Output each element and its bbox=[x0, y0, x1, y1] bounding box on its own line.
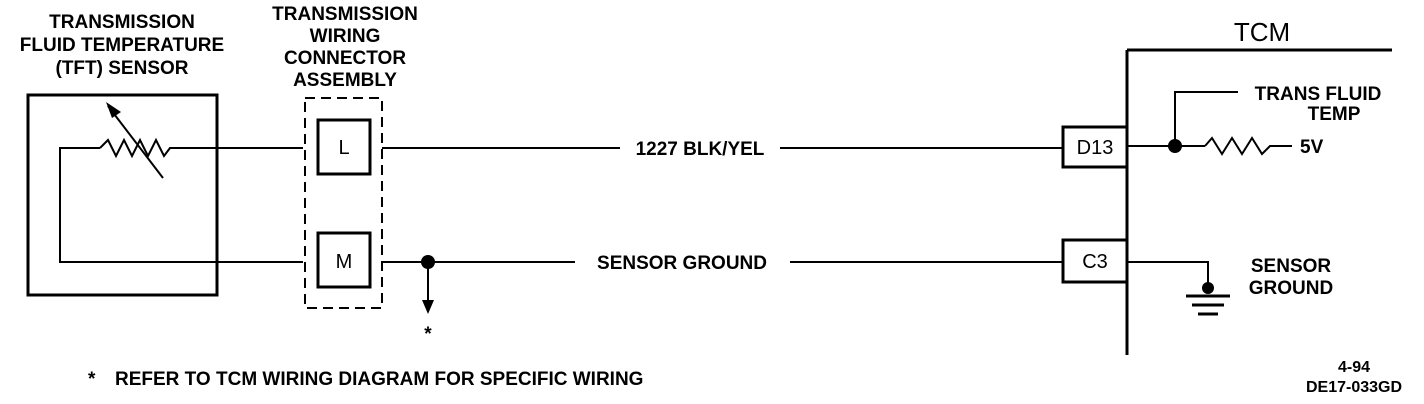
connector-label-line-3: CONNECTOR bbox=[284, 48, 406, 69]
doc-date: 4-94 bbox=[1338, 359, 1370, 376]
tcm-ground-label-line-2: GROUND bbox=[1249, 278, 1333, 299]
trans-fluid-temp-tap bbox=[1174, 91, 1238, 146]
thermistor-symbol bbox=[99, 137, 175, 159]
tcm-voltage-label: 5V bbox=[1300, 137, 1324, 158]
signal-wire-label: 1227 BLK/YEL bbox=[636, 139, 765, 160]
connector-pin-m-label: M bbox=[336, 251, 353, 273]
sensor-label-line-2: FLUID TEMPERATURE bbox=[20, 35, 224, 56]
tcm-ground-node bbox=[1202, 282, 1214, 294]
splice-asterisk: * bbox=[424, 324, 432, 345]
footnote-asterisk: * bbox=[88, 369, 96, 390]
thermistor-arrow-head bbox=[106, 102, 121, 118]
footnote-text: REFER TO TCM WIRING DIAGRAM FOR SPECIFIC… bbox=[115, 369, 643, 390]
connector-assembly-outline bbox=[304, 97, 383, 309]
trans-fluid-label-line-1: TRANS FLUID bbox=[1255, 84, 1382, 105]
sensor-internal-wire bbox=[59, 147, 303, 263]
sensor-label-line-3: (TFT) SENSOR bbox=[56, 58, 189, 79]
tcm-pin-c3-label: C3 bbox=[1082, 251, 1108, 273]
connector-label-line-2: WIRING bbox=[310, 26, 381, 47]
trans-fluid-label-line-2: TEMP bbox=[1308, 104, 1361, 125]
thermistor-arrow-line bbox=[107, 105, 164, 179]
tcm-ground-label-line-1: SENSOR bbox=[1251, 256, 1332, 277]
connector-label-line-4: ASSEMBLY bbox=[293, 70, 397, 91]
tcm-ground-line bbox=[1127, 261, 1209, 286]
sensor-label-line-1: TRANSMISSION bbox=[49, 12, 195, 33]
ground-wire-label: SENSOR GROUND bbox=[597, 253, 767, 274]
splice-drop-arrow bbox=[422, 300, 434, 314]
connector-label-line-1: TRANSMISSION bbox=[272, 4, 418, 25]
doc-code: DE17-033GD bbox=[1306, 379, 1402, 396]
connector-pin-m-box bbox=[316, 231, 372, 289]
tcm-title: TCM bbox=[1234, 17, 1290, 47]
tcm-pin-d13-box bbox=[1061, 125, 1129, 169]
connector-pin-l-box bbox=[316, 118, 372, 176]
tcm-pin-d13-label: D13 bbox=[1077, 137, 1114, 159]
connector-pin-l-label: L bbox=[338, 137, 349, 159]
pullup-resistor bbox=[1204, 136, 1292, 156]
